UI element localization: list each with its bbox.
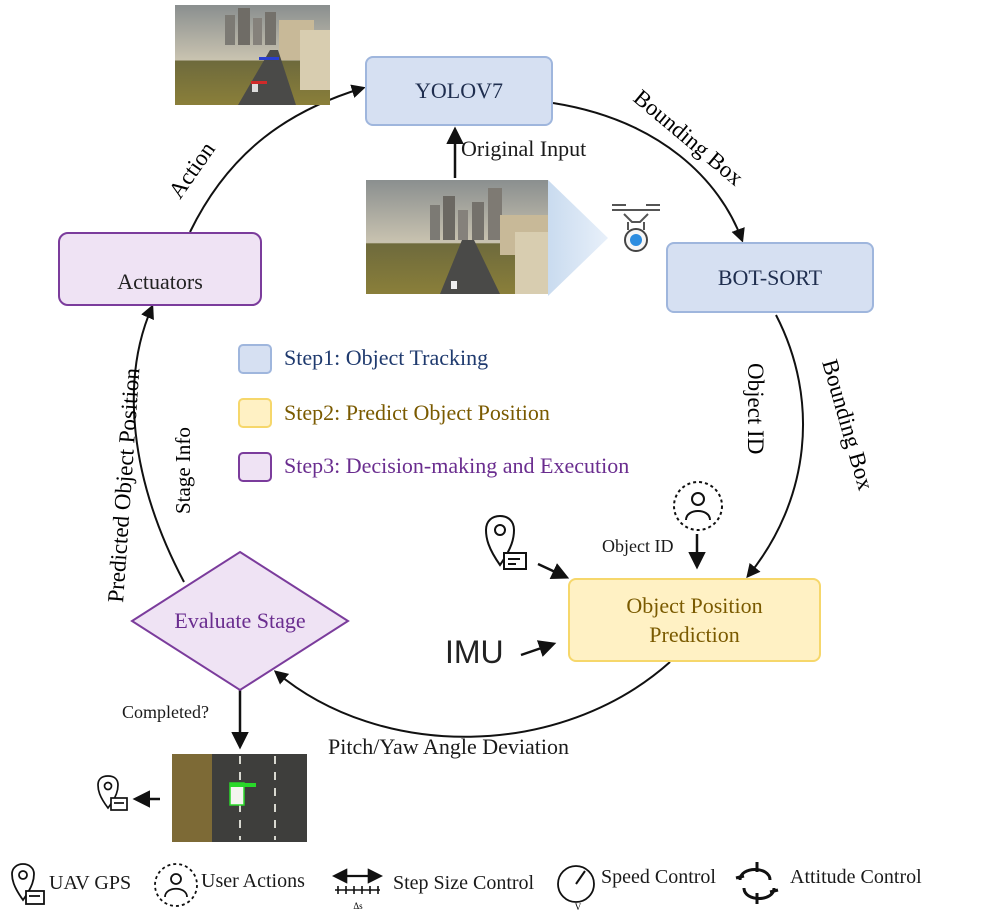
step1-swatch xyxy=(238,344,272,374)
legend-speedometer-icon xyxy=(557,865,595,903)
drone-icon xyxy=(612,204,660,252)
legend-speed-label: Speed Control xyxy=(601,866,716,888)
prediction-label-2: Prediction xyxy=(649,622,740,647)
photo-detection-output xyxy=(175,5,330,105)
step3-label: Step3: Decision-making and Execution xyxy=(284,453,630,478)
map-pin-icon-small xyxy=(97,775,128,811)
legend-step-size-icon xyxy=(331,868,384,894)
evaluate-stage-label: Evaluate Stage xyxy=(174,608,305,633)
actuators-label: Actuators xyxy=(117,269,203,294)
arc-actuators-to-yolo xyxy=(189,84,366,233)
step2-label: Step2: Predict Object Position xyxy=(284,400,550,425)
legend-v: V xyxy=(575,902,582,912)
legend-gps-label: UAV GPS xyxy=(49,872,132,894)
arc-prediction-to-evaluate xyxy=(273,661,671,738)
label-object-id-vertical: Object ID xyxy=(743,363,768,454)
label-object-id-small: Object ID xyxy=(602,536,674,556)
map-pin-icon xyxy=(484,514,527,570)
evaluate-stage-diamond xyxy=(130,550,350,692)
label-completed: Completed? xyxy=(122,702,209,722)
yolo-label: YOLOV7 xyxy=(415,78,503,103)
legend-attitude-label: Attitude Control xyxy=(790,866,922,888)
legend-attitude-icon xyxy=(735,862,779,904)
step2-swatch xyxy=(238,398,272,428)
label-stage-info: Stage Info xyxy=(171,427,195,514)
label-bounding-box-top: Bounding Box xyxy=(629,85,749,191)
arc-yolo-to-botsort xyxy=(552,102,745,243)
arc-botsort-to-prediction xyxy=(746,314,804,579)
yolo-node: YOLOV7 xyxy=(365,56,553,126)
legend-user-icon xyxy=(154,863,198,907)
photo-aerial-tracking xyxy=(172,754,307,842)
camera-beam xyxy=(548,180,608,296)
user-icon xyxy=(673,481,723,531)
botsort-node: BOT-SORT xyxy=(666,242,874,313)
arc-evaluate-to-actuators xyxy=(132,304,185,583)
label-pitch-yaw: Pitch/Yaw Angle Deviation xyxy=(328,734,569,759)
step1-label: Step1: Object Tracking xyxy=(284,345,489,370)
legend-gps-icon xyxy=(11,863,45,905)
photo-original-input xyxy=(366,180,548,294)
label-bounding-box-right: Bounding Box xyxy=(817,356,878,493)
label-original-input: Original Input xyxy=(461,136,587,161)
actuators-node: Actuators xyxy=(58,232,262,306)
prediction-label-1: Object Position xyxy=(626,593,763,618)
arrow-gps-to-prediction xyxy=(537,562,570,580)
label-predicted-position: Predicted Object Position xyxy=(103,367,144,604)
botsort-label: BOT-SORT xyxy=(717,264,823,290)
legend-step-label: Step Size Control xyxy=(393,872,535,894)
imu-label: IMU xyxy=(445,634,504,670)
arrow-imu-to-prediction xyxy=(520,640,557,657)
prediction-node: Object Position Prediction xyxy=(568,578,821,662)
legend-delta-s: Δs xyxy=(353,901,363,911)
legend-user-label: User Actions xyxy=(201,870,305,892)
step3-swatch xyxy=(238,452,272,482)
